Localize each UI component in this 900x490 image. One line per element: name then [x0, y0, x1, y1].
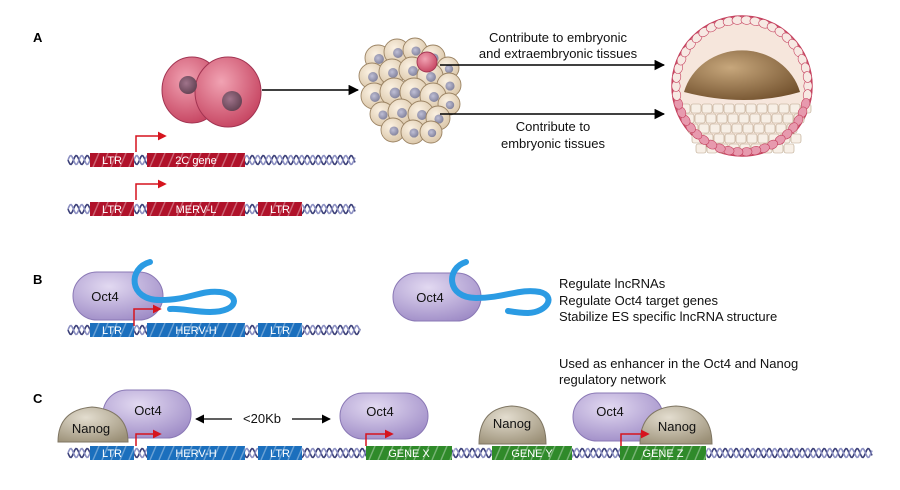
nanog-2-label: Nanog	[493, 416, 531, 431]
gene-z-segment: GENE Z	[620, 445, 711, 461]
nanog-gene-y: Nanog	[478, 405, 547, 445]
ltr-segment-3p: LTR	[258, 201, 304, 217]
promoter-arrow-a1	[135, 131, 167, 152]
promoter-arrow-b	[133, 304, 162, 326]
dna-merv-l-construct: LTR MERV-L LTR	[67, 201, 356, 217]
arrow-bottom-label-line2: embryonic tissues	[501, 136, 606, 151]
dna-herv-h-construct-b: LTR HERV-H LTR	[67, 322, 361, 338]
oct4-2-label: Oct4	[366, 404, 393, 419]
lncrna-left	[131, 259, 237, 316]
panel-a-letter: A	[33, 30, 43, 45]
oct4-right-label: Oct4	[416, 290, 443, 305]
ltr-segment-3p-label: LTR	[270, 204, 290, 216]
promoter-arrow-a2	[135, 179, 167, 200]
oct4-left-label: Oct4	[91, 289, 118, 304]
2c-gene-segment-label: 2C gene	[175, 155, 217, 167]
function-2: Regulate Oct4 target genes	[559, 293, 718, 308]
function-3: Stabilize ES specific lncRNA structure	[559, 309, 777, 324]
merv-l-segment: MERV-L	[147, 201, 247, 217]
2c-gene-segment: 2C gene	[147, 152, 247, 168]
oct4-gene-x: Oct4	[339, 392, 429, 440]
herv-h-segment-c: HERV-H	[147, 445, 247, 461]
dna-enhancer-network: LTR HERV-H LTR GENE X GENE Y GENE Z	[67, 445, 873, 461]
ltr-segment-5p-label: LTR	[102, 204, 122, 216]
nanog-3-label: Nanog	[658, 419, 696, 434]
herv-h-segment-c-label: HERV-H	[175, 448, 216, 460]
ltr-segment-b-5p-label: LTR	[102, 325, 122, 337]
ltr-segment-5p: LTR	[90, 201, 136, 217]
enhancer-line-2: regulatory network	[559, 372, 666, 387]
distance-label: <20Kb	[243, 411, 281, 426]
lncrna-right	[449, 259, 552, 317]
herv-h-segment-b-label: HERV-H	[175, 325, 216, 337]
merv-l-segment-label: MERV-L	[176, 204, 217, 216]
ltr-segment-b-3p-label: LTR	[270, 325, 290, 337]
ltr-segment-c-3p-label: LTR	[270, 448, 290, 460]
ltr-segment-c-5p-label: LTR	[102, 448, 122, 460]
arrow-bottom-label-line1: Contribute to	[516, 119, 590, 134]
promoter-arrow-c3	[620, 429, 650, 446]
nanog-1-label: Nanog	[72, 421, 110, 436]
blastocyst	[671, 15, 813, 157]
function-1: Regulate lncRNAs	[559, 276, 666, 291]
gene-y-segment-label: GENE Y	[511, 448, 553, 460]
oct4-nanog-gene-z: Oct4 Nanog	[572, 392, 713, 445]
herv-h-segment-b: HERV-H	[147, 322, 247, 338]
morula	[358, 37, 462, 145]
gene-x-segment-label: GENE X	[388, 448, 430, 460]
ltr-segment-b-3p: LTR	[258, 322, 304, 338]
promoter-arrow-c1	[135, 429, 162, 446]
ltr-segment-c-5p: LTR	[90, 445, 136, 461]
oct4-3-label: Oct4	[596, 404, 623, 419]
nanog-oct4-complex-1: Nanog Oct4	[57, 389, 192, 443]
arrow-top-label-line2: and extraembryonic tissues	[479, 46, 638, 61]
panel-c-letter: C	[33, 391, 43, 406]
ltr-segment-b-5p: LTR	[90, 322, 136, 338]
promoter-arrow-c2	[365, 429, 394, 446]
oct4-1-label: Oct4	[134, 403, 161, 418]
two-cell-embryo	[161, 56, 262, 128]
arrow-top-label-line1: Contribute to embryonic	[489, 30, 628, 45]
gene-y-segment: GENE Y	[492, 445, 574, 461]
dna-2c-construct: LTR 2C gene	[67, 152, 356, 168]
gene-z-segment-label: GENE Z	[643, 448, 684, 460]
ltr-segment: LTR	[90, 152, 136, 168]
oct4-complex-right: Oct4	[392, 259, 552, 322]
gene-x-segment: GENE X	[366, 445, 457, 461]
ltr-segment-label: LTR	[102, 155, 122, 167]
oct4-complex-left: Oct4	[72, 259, 237, 321]
ltr-segment-c-3p: LTR	[258, 445, 304, 461]
panel-b-letter: B	[33, 272, 42, 287]
enhancer-line-1: Used as enhancer in the Oct4 and Nanog	[559, 356, 798, 371]
